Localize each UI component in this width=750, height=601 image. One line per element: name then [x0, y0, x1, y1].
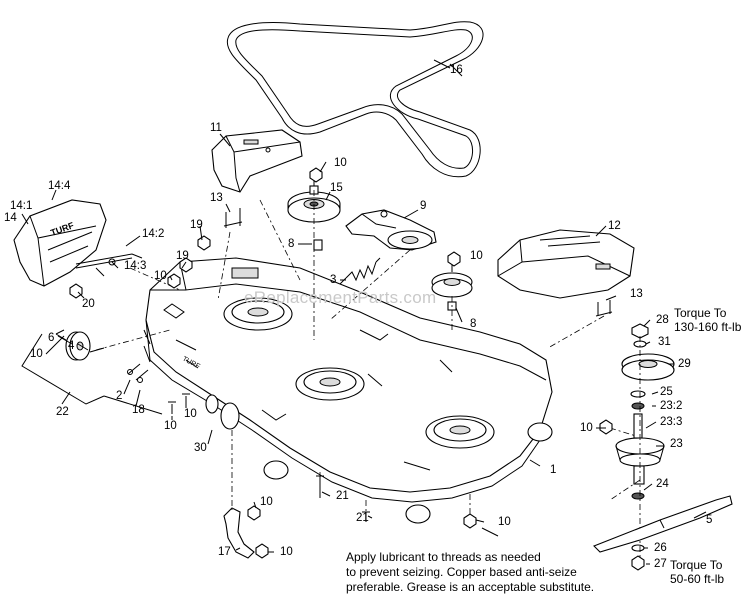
spindle-stack	[615, 323, 675, 571]
belt-16	[226, 21, 484, 178]
belt-cover-12	[497, 229, 635, 299]
leader-lines	[21, 59, 707, 565]
callout-10: 10	[184, 408, 197, 420]
callout-10: 10	[154, 270, 167, 282]
anti-scalp-roller-6	[55, 331, 105, 361]
torque-top-line1: Torque To	[674, 306, 727, 320]
callout-25: 25	[660, 386, 673, 398]
mower-deck-1: TURF	[143, 257, 553, 524]
callout-14-3: 14:3	[124, 260, 147, 272]
blade-5	[593, 495, 733, 553]
bracket-17	[223, 507, 255, 559]
belt-cover-11	[211, 129, 303, 193]
callout-10: 10	[580, 422, 593, 434]
callout-9: 9	[420, 200, 427, 212]
callout-13: 13	[630, 288, 643, 300]
callout-10: 10	[280, 546, 293, 558]
lubricant-note-line3: preferable. Grease is an acceptable subs…	[346, 580, 595, 594]
callout-10: 10	[470, 250, 483, 262]
spacer-8	[313, 239, 323, 251]
bolt-21	[316, 475, 370, 522]
callout-23-2: 23:2	[660, 400, 683, 412]
callout-14: 14	[4, 212, 17, 224]
callout-20: 20	[82, 298, 95, 310]
lubricant-note-line2: to prevent seizing. Copper based anti-se…	[346, 565, 577, 579]
callout-19: 19	[176, 250, 189, 262]
callout-16: 16	[450, 64, 463, 76]
nut-10-lower	[69, 167, 613, 559]
callout-18: 18	[132, 404, 145, 416]
callout-10: 10	[30, 348, 43, 360]
callout-21: 21	[336, 490, 349, 502]
roller-bracket-group-22	[21, 333, 163, 415]
callout-10: 10	[260, 496, 273, 508]
idler-arm-9	[345, 209, 437, 251]
callout-30: 30	[194, 442, 207, 454]
spring-3	[339, 257, 381, 285]
callout-5: 5	[706, 514, 713, 526]
callout-28: 28	[656, 314, 669, 326]
callout-13: 13	[210, 192, 223, 204]
callout-14-1: 14:1	[10, 200, 33, 212]
callout-8: 8	[288, 238, 295, 250]
discharge-deflector-14: TURF	[13, 199, 107, 287]
callout-19: 19	[190, 219, 203, 231]
callout-26: 26	[654, 542, 667, 554]
torque-bottom-line2: 50-60 ft-lb	[670, 572, 725, 586]
bolts-left	[55, 329, 190, 414]
callout-12: 12	[608, 220, 621, 232]
callout-14-2: 14:2	[142, 228, 165, 240]
callout-2: 2	[116, 390, 123, 402]
callout-10: 10	[164, 420, 177, 432]
callout-1: 1	[550, 464, 557, 476]
callout-15: 15	[330, 182, 343, 194]
bolt-13-left	[223, 208, 243, 228]
torque-bottom-line1: Torque To	[670, 558, 723, 572]
callout-22: 22	[56, 406, 69, 418]
callout-23: 23	[670, 438, 683, 450]
callout-10: 10	[498, 516, 511, 528]
bolt-13-right	[595, 300, 613, 317]
callout-23-3: 23:3	[660, 416, 683, 428]
callout-21: 21	[356, 512, 369, 524]
callout-24: 24	[656, 478, 669, 490]
callout-10: 10	[334, 157, 347, 169]
lubricant-note-line1: Apply lubricant to threads as needed	[346, 550, 541, 564]
callout-3: 3	[330, 274, 337, 286]
callout-31: 31	[658, 336, 671, 348]
callout-11: 11	[210, 122, 222, 134]
callout-29: 29	[678, 358, 691, 370]
callout-8: 8	[470, 318, 477, 330]
callout-17: 17	[218, 546, 231, 558]
callout-4: 4	[68, 340, 75, 352]
callout-27: 27	[654, 558, 667, 570]
callout-14-4: 14:4	[48, 180, 71, 192]
callout-6: 6	[48, 332, 55, 344]
idler-pulley-right	[431, 258, 473, 311]
deflector-rod	[75, 253, 143, 277]
watermark-text: eReplacementParts.com	[244, 288, 437, 307]
torque-top-line2: 130-160 ft-lb	[674, 320, 742, 334]
